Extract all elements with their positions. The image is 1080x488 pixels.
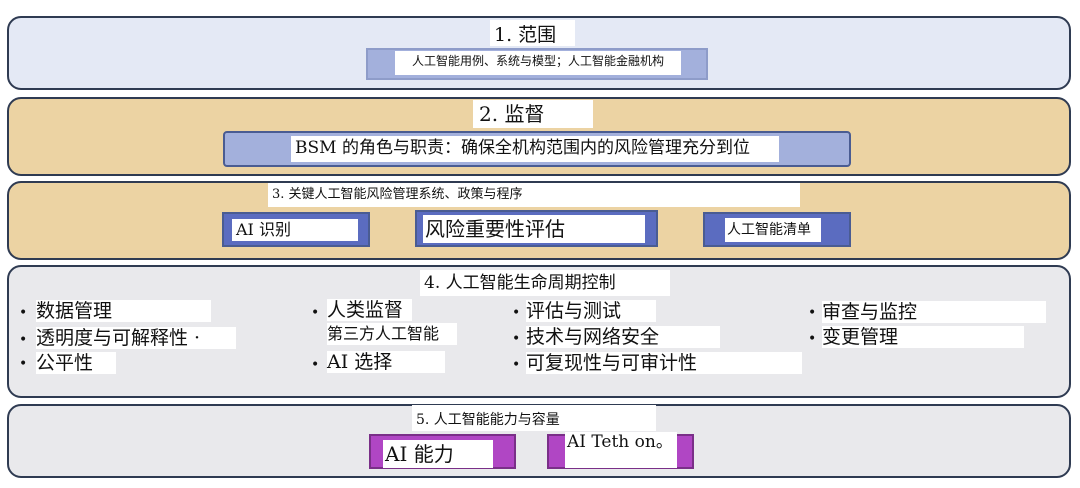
systems-title: 3. 关键人工智能风险管理系统、政策与程序 (268, 183, 800, 207)
list-item: 审查与监控 (822, 301, 1046, 323)
list-item: 变更管理 (822, 326, 1024, 348)
list-item: AI 选择 (327, 351, 445, 373)
list-item: 可复现性与可审计性 (526, 352, 802, 374)
pill-text: 风险重要性评估 (423, 215, 645, 243)
scope-bar-text: 人工智能用例、系统与模型；人工智能金融机构 (395, 51, 681, 75)
oversight-bar: BSM 的角色与职责：确保全机构范围内的风险管理充分到位 (223, 131, 851, 167)
systems-pill-ai-inventory: 人工智能清单 (703, 212, 851, 247)
capability-title: 5. 人工智能能力与容量 (412, 405, 656, 431)
pill-text: AI Teth on。 (565, 432, 677, 468)
list-item: 人类监督 (327, 299, 412, 321)
pill-text: AI 识别 (232, 219, 358, 241)
systems-pill-risk-materiality: 风险重要性评估 (415, 210, 658, 247)
list-item: 透明度与可解释性 · (36, 327, 236, 349)
pill-text: 人工智能清单 (725, 218, 821, 242)
oversight-bar-text: BSM 的角色与职责：确保全机构范围内的风险管理充分到位 (291, 136, 779, 162)
systems-pill-ai-identification: AI 识别 (222, 212, 370, 247)
capability-pill-ai-capability: AI 能力 (369, 434, 516, 469)
capability-pill-ai-teth-on: AI Teth on。 (547, 432, 694, 469)
scope-title: 1. 范围 (490, 20, 575, 46)
oversight-title: 2. 监督 (473, 100, 593, 128)
scope-bar: 人工智能用例、系统与模型；人工智能金融机构 (366, 48, 708, 80)
list-item: 第三方人工智能 (327, 323, 457, 345)
lifecycle-title: 4. 人工智能生命周期控制 (420, 270, 670, 296)
list-item: 数据管理 (36, 300, 211, 322)
list-item: 公平性 (36, 352, 116, 374)
pill-text: AI 能力 (383, 440, 493, 468)
list-item: 技术与网络安全 (526, 326, 720, 348)
list-item: 评估与测试 (526, 300, 656, 322)
